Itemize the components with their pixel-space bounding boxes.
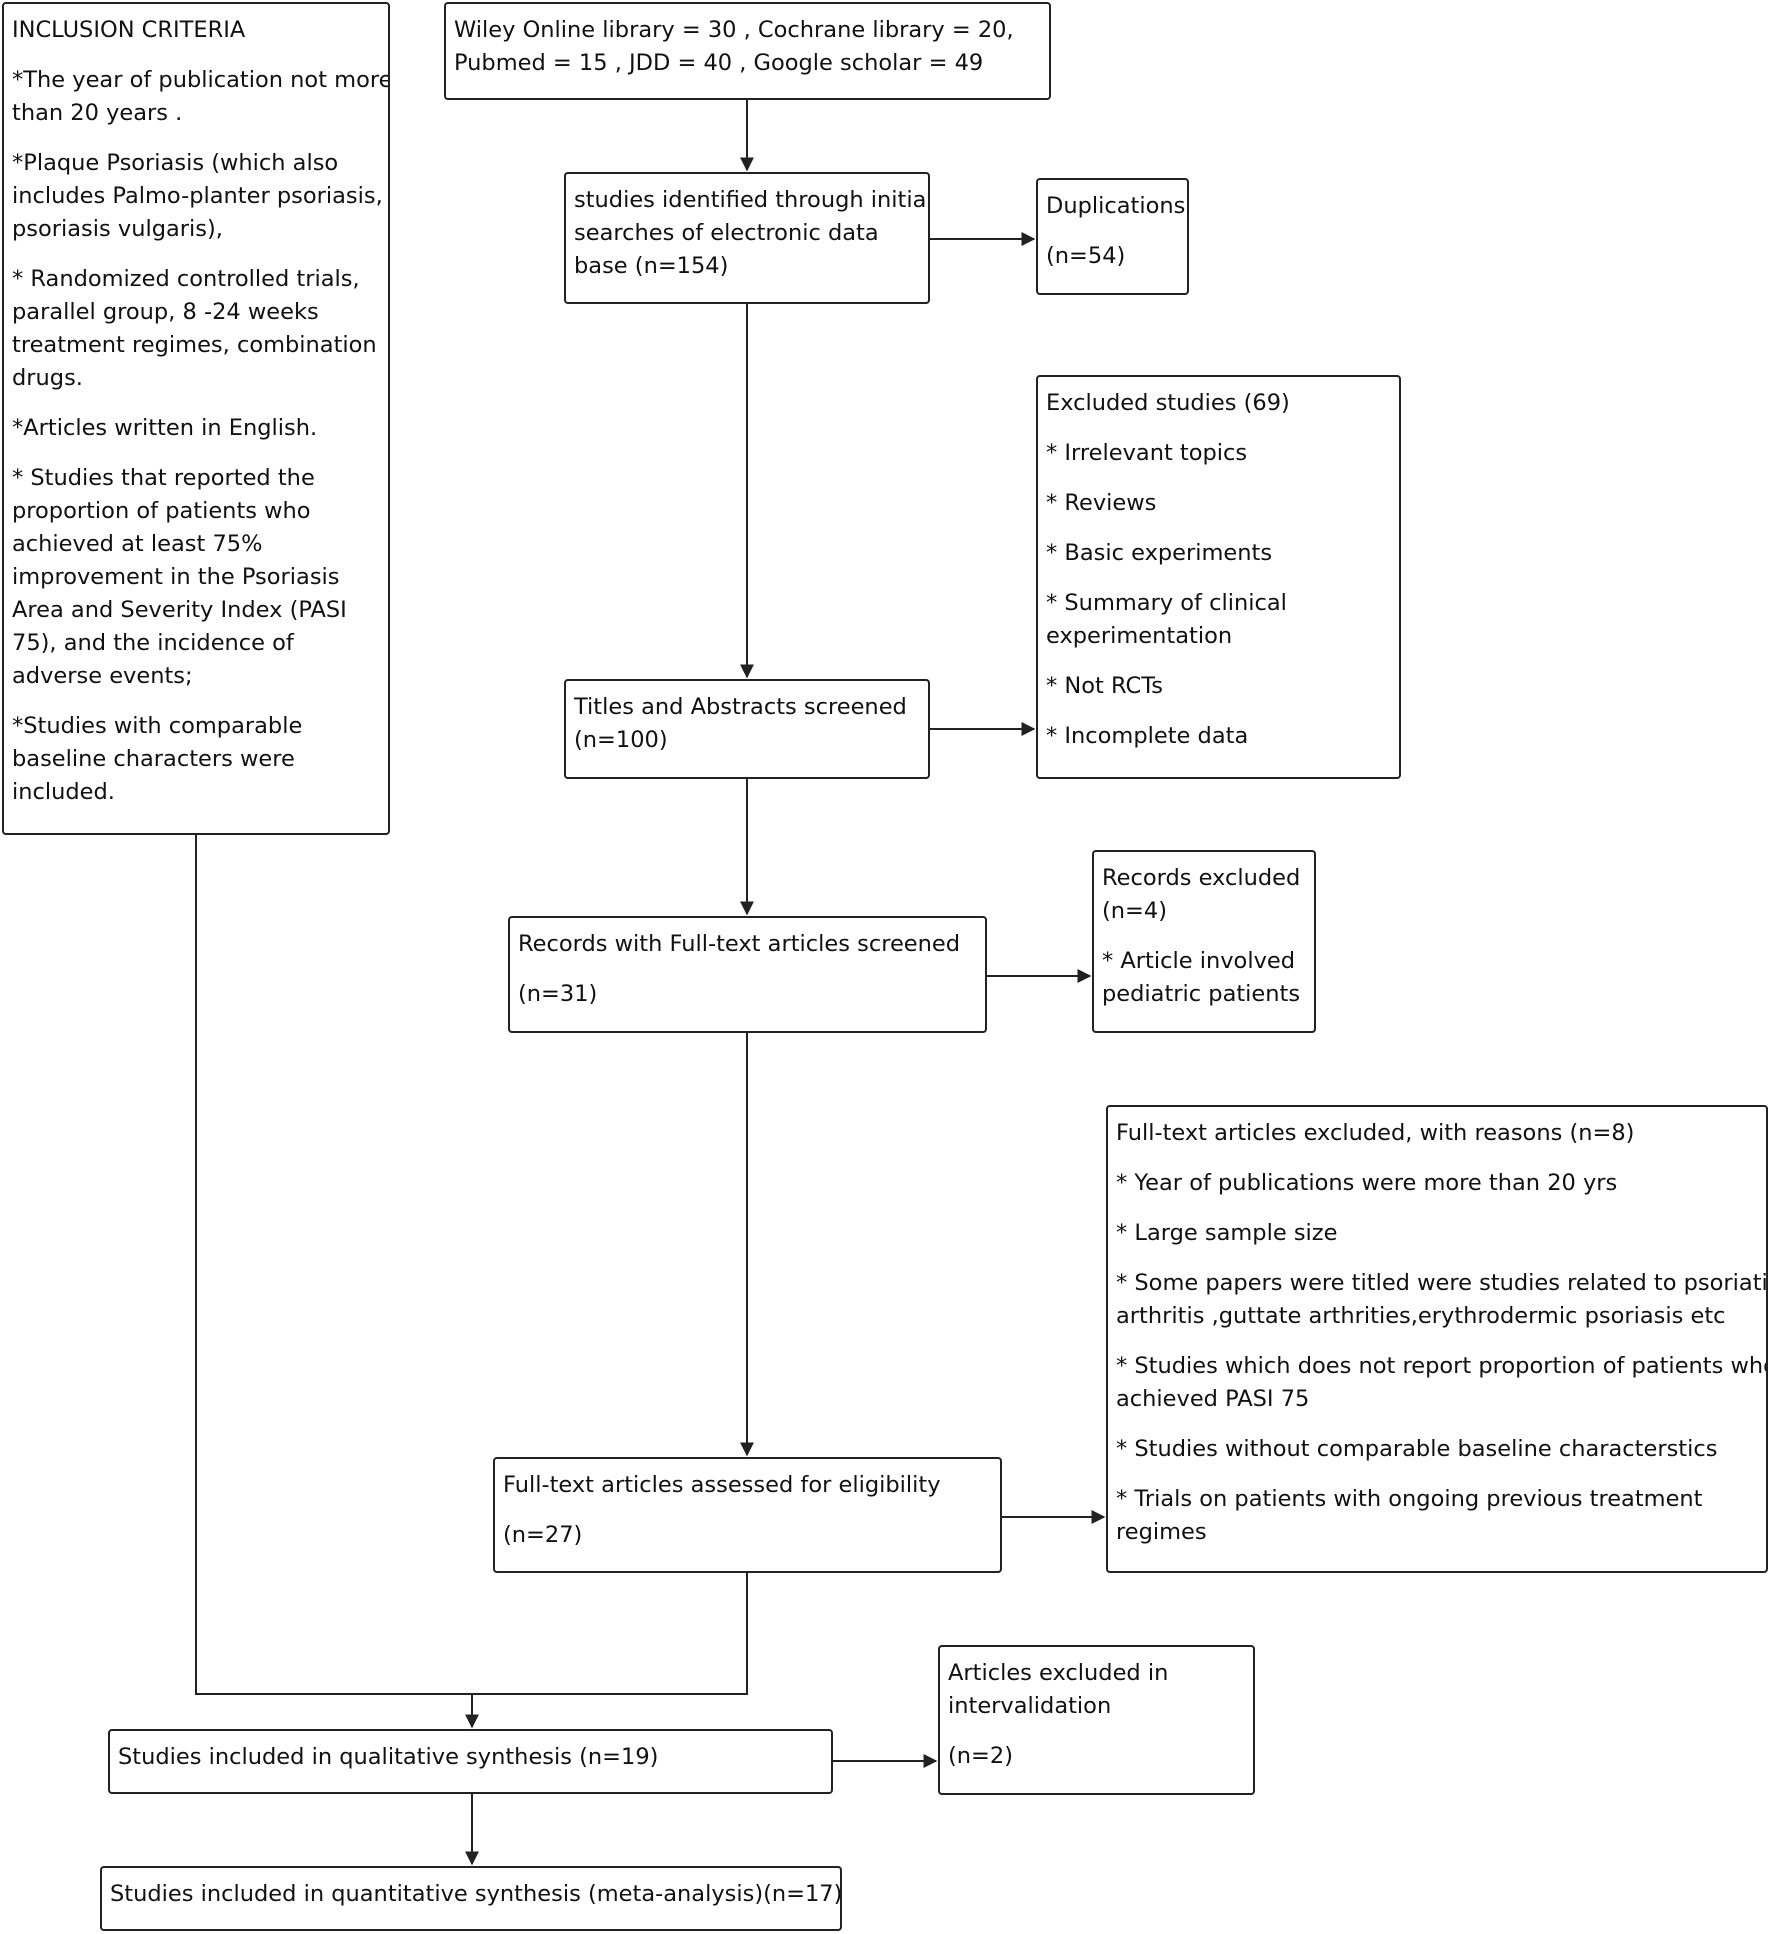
inclusion-criteria-title: INCLUSION CRITERIA — [12, 17, 246, 43]
fulltext-excluded-title: Full-text articles excluded, with reason… — [1116, 1120, 1635, 1146]
intervalidation-title-2: intervalidation — [948, 1693, 1112, 1719]
fulltext-excluded-reason: * Large sample size — [1116, 1220, 1338, 1246]
duplications-count: (n=54) — [1046, 243, 1126, 269]
duplications-box: Duplications (n=54) — [1036, 178, 1189, 295]
records-excluded-title: Records excluded — [1102, 865, 1301, 891]
records-excluded-count: (n=4) — [1102, 898, 1167, 924]
excluded-reason: experimentation — [1046, 623, 1233, 649]
fulltext-excluded-reason: * Studies without comparable baseline ch… — [1116, 1436, 1718, 1462]
excluded-reason: * Not RCTs — [1046, 673, 1163, 699]
intervalidation-count: (n=2) — [948, 1743, 1013, 1769]
intervalidation-box: Articles excluded in intervalidation (n=… — [938, 1645, 1255, 1795]
titles-abstracts-label: Titles and Abstracts screened — [574, 694, 907, 720]
fulltext-screened-label: Records with Full-text articles screened — [518, 931, 961, 957]
fulltext-excluded-box: Full-text articles excluded, with reason… — [1106, 1105, 1768, 1573]
sources-line-1: Wiley Online library = 30 , Cochrane lib… — [454, 17, 1014, 43]
intervalidation-title: Articles excluded in — [948, 1660, 1169, 1686]
eligibility-label: Full-text articles assessed for eligibil… — [503, 1472, 941, 1498]
qualitative-label: Studies included in qualitative synthesi… — [118, 1744, 659, 1770]
identified-box: studies identified through initial searc… — [564, 172, 930, 304]
excluded-reason: * Incomplete data — [1046, 723, 1249, 749]
identified-line-1: studies identified through initial — [574, 187, 930, 213]
fulltext-excluded-reason: * Trials on patients with ongoing previo… — [1116, 1486, 1703, 1512]
eligibility-box: Full-text articles assessed for eligibil… — [493, 1457, 1002, 1573]
eligibility-count: (n=27) — [503, 1522, 583, 1548]
identified-line-3: base (n=154) — [574, 253, 729, 279]
criterion-baseline: *Studies with comparable baseline charac… — [12, 713, 303, 805]
criterion-pasi75: * Studies that reported the proportion o… — [12, 465, 347, 689]
fulltext-excluded-reason: achieved PASI 75 — [1116, 1386, 1310, 1412]
duplications-title: Duplications — [1046, 193, 1186, 219]
criterion-year: *The year of publication not more than 2… — [12, 67, 390, 126]
qualitative-box: Studies included in qualitative synthesi… — [108, 1729, 833, 1794]
identified-line-2: searches of electronic data — [574, 220, 879, 246]
excluded-studies-title: Excluded studies (69) — [1046, 390, 1290, 416]
fulltext-screened-count: (n=31) — [518, 981, 598, 1007]
quantitative-label: Studies included in quantitative synthes… — [110, 1881, 842, 1907]
records-excluded-reason: pediatric patients — [1102, 981, 1301, 1007]
fulltext-screened-box: Records with Full-text articles screened… — [508, 916, 987, 1033]
titles-abstracts-box: Titles and Abstracts screened (n=100) — [564, 679, 930, 779]
sources-line-2: Pubmed = 15 , JDD = 40 , Google scholar … — [454, 50, 984, 76]
fulltext-excluded-reason: * Studies which does not report proporti… — [1116, 1353, 1768, 1379]
records-excluded-reason: * Article involved — [1102, 948, 1296, 974]
excluded-reason: * Basic experiments — [1046, 540, 1273, 566]
sources-box: Wiley Online library = 30 , Cochrane lib… — [444, 2, 1051, 100]
quantitative-box: Studies included in quantitative synthes… — [100, 1866, 842, 1931]
inclusion-criteria-box: INCLUSION CRITERIA *The year of publicat… — [2, 2, 390, 835]
records-excluded-box: Records excluded (n=4) * Article involve… — [1092, 850, 1316, 1033]
criterion-plaque-psoriasis: *Plaque Psoriasis (which also includes P… — [12, 150, 383, 242]
fulltext-excluded-reason: arthritis ,guttate arthrities,erythroder… — [1116, 1303, 1726, 1329]
excluded-reason: * Reviews — [1046, 490, 1157, 516]
titles-abstracts-count: (n=100) — [574, 727, 668, 753]
fulltext-excluded-reason: * Some papers were titled were studies r… — [1116, 1270, 1768, 1296]
excluded-reason: * Summary of clinical — [1046, 590, 1287, 616]
excluded-studies-box: Excluded studies (69) * Irrelevant topic… — [1036, 375, 1401, 779]
criterion-english: *Articles written in English. — [12, 415, 318, 441]
fulltext-excluded-reason: * Year of publications were more than 20… — [1116, 1170, 1618, 1196]
criterion-rct: * Randomized controlled trials, parallel… — [12, 266, 377, 391]
excluded-reason: * Irrelevant topics — [1046, 440, 1248, 466]
fulltext-excluded-reason: regimes — [1116, 1519, 1207, 1545]
